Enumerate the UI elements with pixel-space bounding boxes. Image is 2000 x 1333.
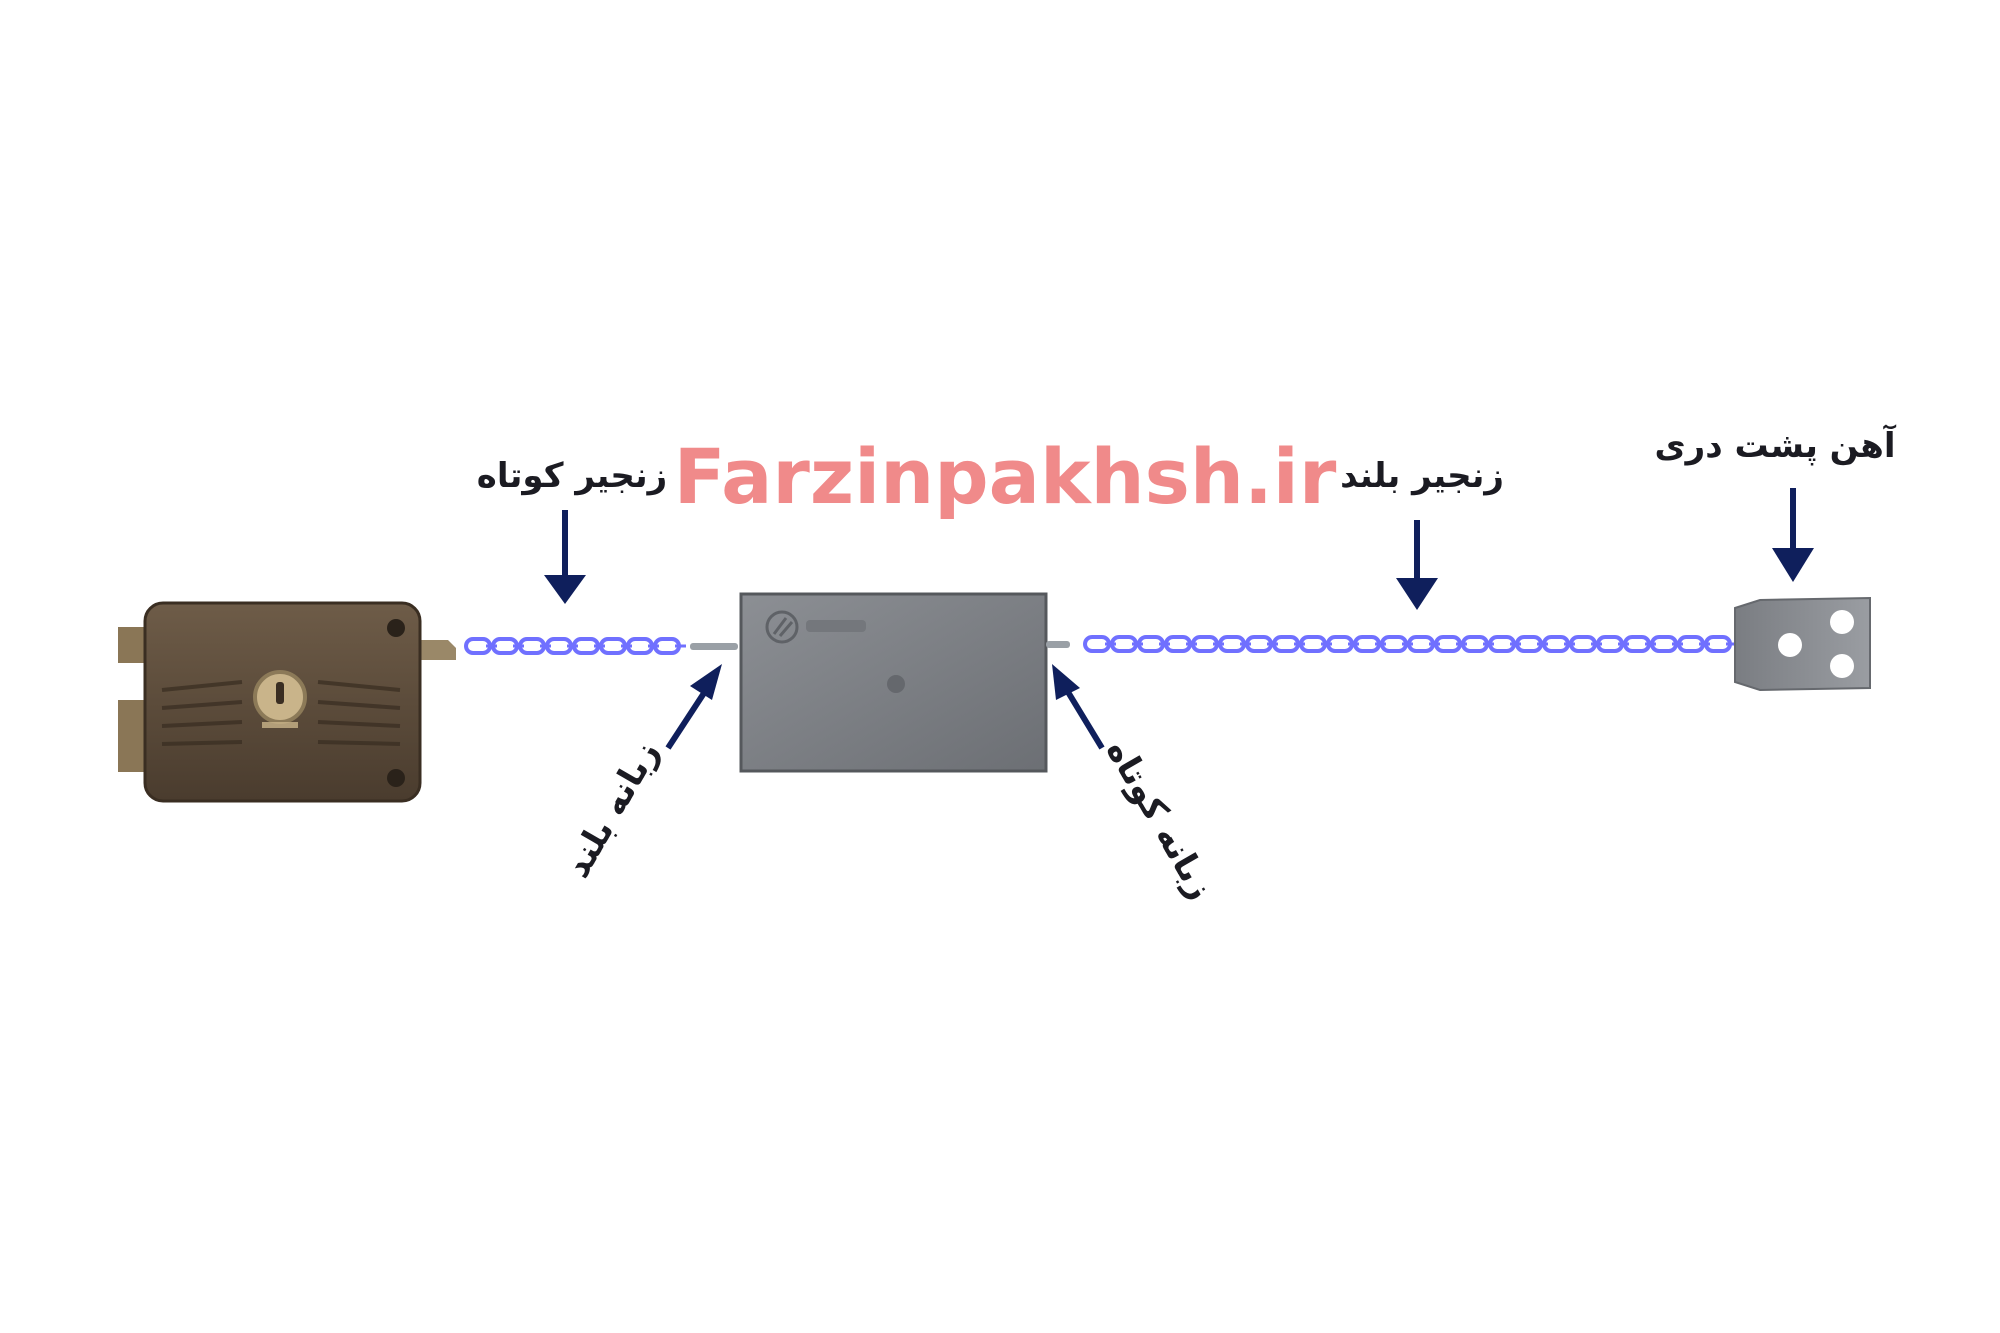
watermark-text: Farzinpakhsh.ir: [674, 432, 1337, 521]
gear-box-icon: [739, 592, 1048, 773]
label-long-bolt: زبانه بلند: [558, 734, 668, 884]
angle-bracket-icon: [1734, 596, 1871, 692]
arrow-long-bolt: [665, 664, 722, 750]
label-short-bolt: زبانه کوتاه: [1098, 733, 1221, 906]
arrow-short-chain: [544, 510, 586, 604]
short-chain-icon: [464, 637, 686, 655]
long-chain-icon: [1083, 635, 1738, 653]
label-short-chain: زنجیر کوتاه: [477, 456, 667, 496]
arrow-short-bolt: [1052, 664, 1105, 750]
short-bolt-rod: [1046, 641, 1070, 648]
arrow-door-iron: [1772, 488, 1814, 582]
rim-lock-icon: [118, 601, 456, 803]
long-bolt-rod: [690, 643, 738, 650]
label-long-chain: زنجیر بلند: [1340, 456, 1504, 496]
arrow-long-chain: [1396, 520, 1438, 610]
label-door-iron: آهن پشت دری: [1654, 424, 1896, 466]
